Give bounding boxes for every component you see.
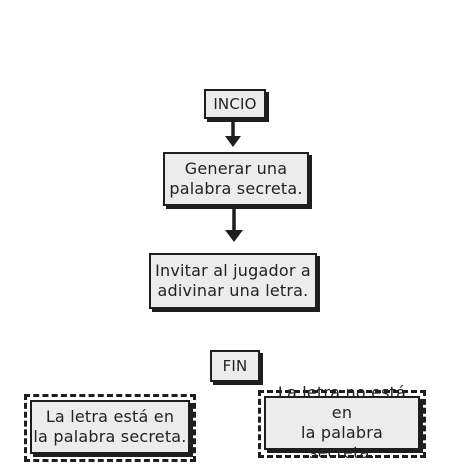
generate-word-label: Generar una palabra secreta.: [169, 159, 303, 198]
end-node: FIN: [210, 350, 260, 382]
letter-in-dashed-frame: [24, 394, 196, 462]
letter-not-in-dashed-frame: [258, 390, 426, 458]
start-node: INCIO: [204, 89, 266, 119]
invite-player-node: Invitar al jugador a adivinar una letra.: [149, 253, 317, 309]
start-node-label: INCIO: [213, 95, 257, 113]
arrow-start-to-generate: [225, 120, 241, 147]
arrow-generate-to-invite: [225, 208, 243, 242]
letter-in-word-node: La letra está en la palabra secreta.: [30, 400, 190, 454]
letter-in-word-label: La letra está en la palabra secreta.: [33, 407, 187, 446]
end-node-label: FIN: [222, 357, 248, 375]
generate-word-node: Generar una palabra secreta.: [163, 152, 309, 206]
invite-player-label: Invitar al jugador a adivinar una letra.: [155, 261, 311, 300]
letter-not-in-word-label: La letra no está en la palabra secreta.: [277, 383, 407, 462]
letter-not-in-word-node: La letra no está en la palabra secreta.: [264, 383, 420, 462]
